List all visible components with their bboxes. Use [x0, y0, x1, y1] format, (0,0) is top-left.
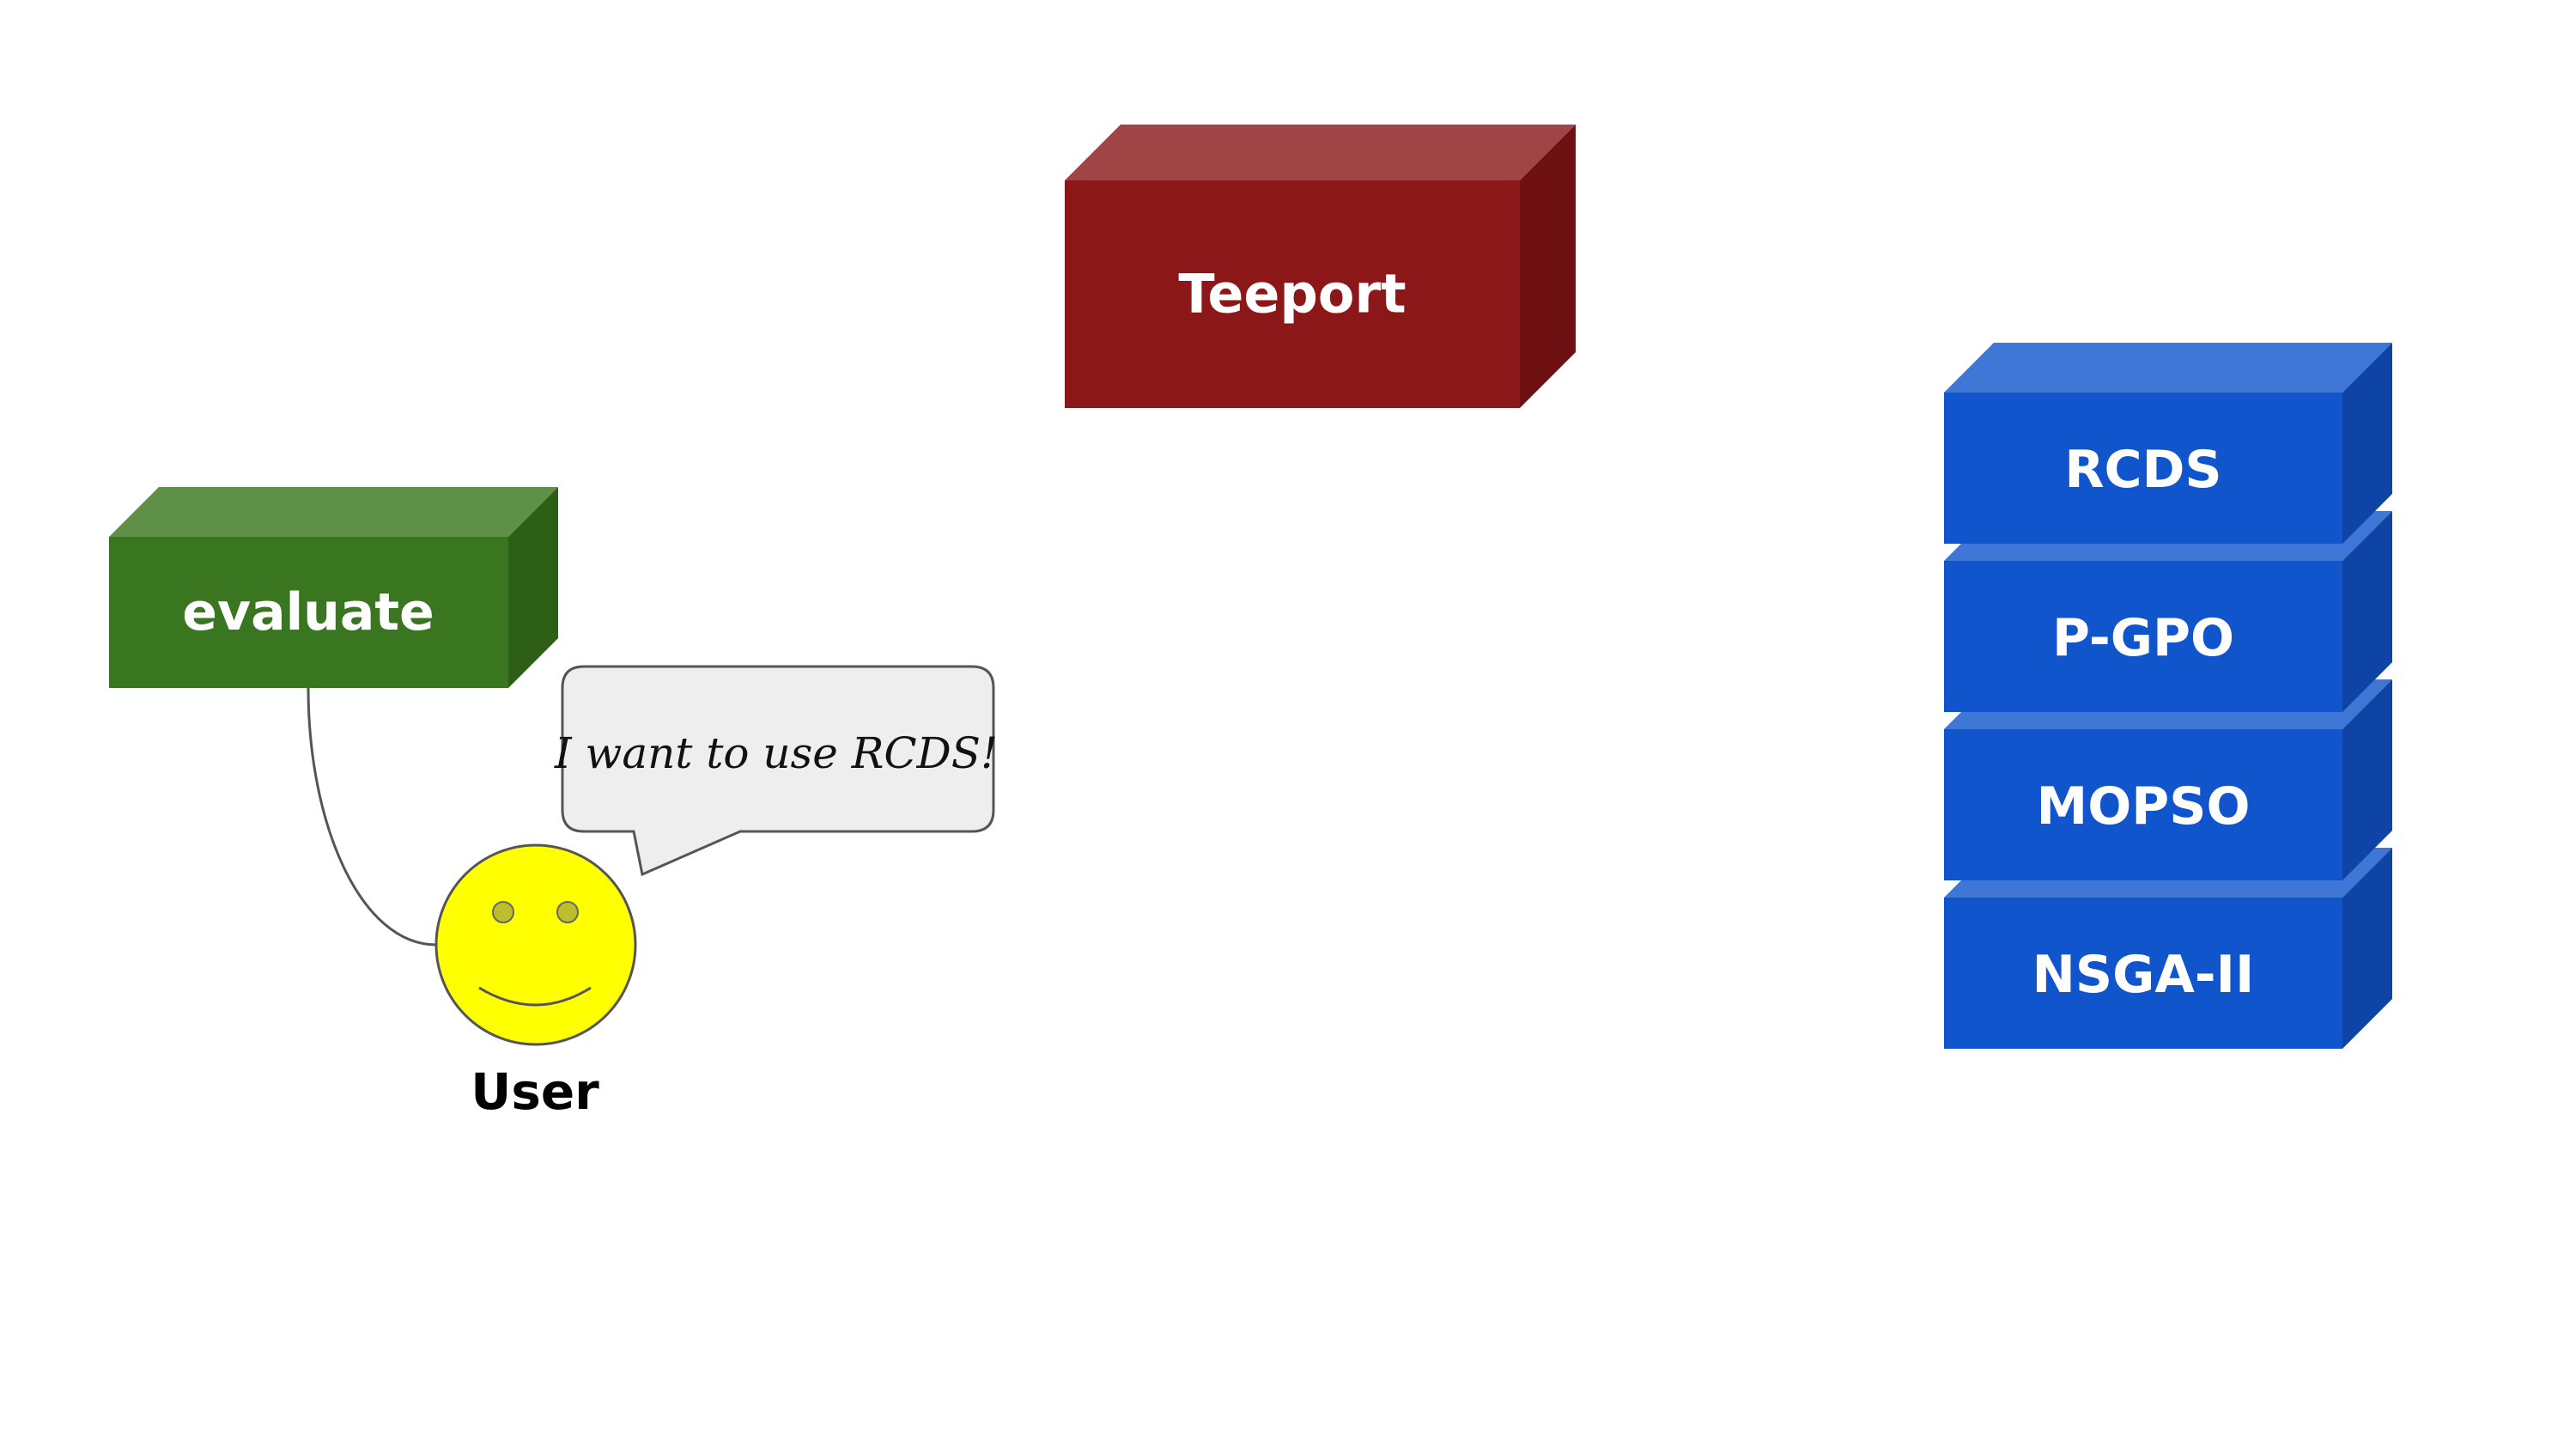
algorithm-block-mopso: MOPSO [1944, 679, 2392, 880]
evaluate-block-front [109, 537, 508, 688]
teeport-block-side [1520, 125, 1576, 408]
right-eye-icon [556, 901, 579, 923]
evaluate-block-side [508, 487, 558, 688]
teeport-block: Teeport [1065, 125, 1576, 408]
evaluate-user-connector [307, 687, 437, 947]
smiley-face-icon [434, 843, 637, 1046]
algorithm-block-side [2342, 343, 2392, 544]
algorithm-block-top [1944, 343, 2392, 393]
left-eye-icon [492, 901, 514, 923]
algorithm-block-side [2342, 511, 2392, 712]
algorithm-block-front [1944, 898, 2342, 1049]
user-figure: User [434, 843, 637, 1121]
algorithm-label: P-GPO [2052, 608, 2234, 668]
algorithm-block-front [1944, 393, 2342, 544]
algorithm-label: MOPSO [2037, 776, 2251, 837]
speech-bubble: I want to use RCDS! [554, 665, 998, 877]
algorithm-label: RCDS [2064, 440, 2221, 500]
evaluate-block: evaluate [109, 487, 558, 688]
smile-icon [478, 986, 592, 1007]
algorithm-stack: NSGA-II MOPSO P-GPO RCDS [1944, 343, 2392, 1049]
algorithm-block-rcds: RCDS [1944, 343, 2392, 544]
algorithm-block-front [1944, 561, 2342, 712]
algorithm-label: NSGA-II [2032, 945, 2255, 1005]
speech-bubble-shape [561, 665, 995, 877]
evaluate-label: evaluate [182, 582, 434, 642]
speech-bubble-text: I want to use RCDS! [554, 728, 998, 778]
user-label: User [471, 1062, 599, 1121]
teeport-block-front [1065, 180, 1520, 408]
teeport-label: Teeport [1178, 263, 1406, 326]
evaluate-block-top [109, 487, 558, 537]
teeport-block-top [1065, 125, 1576, 180]
algorithm-block-side [2342, 848, 2392, 1049]
algorithm-block-side [2342, 679, 2392, 880]
algorithm-block-front [1944, 729, 2342, 880]
